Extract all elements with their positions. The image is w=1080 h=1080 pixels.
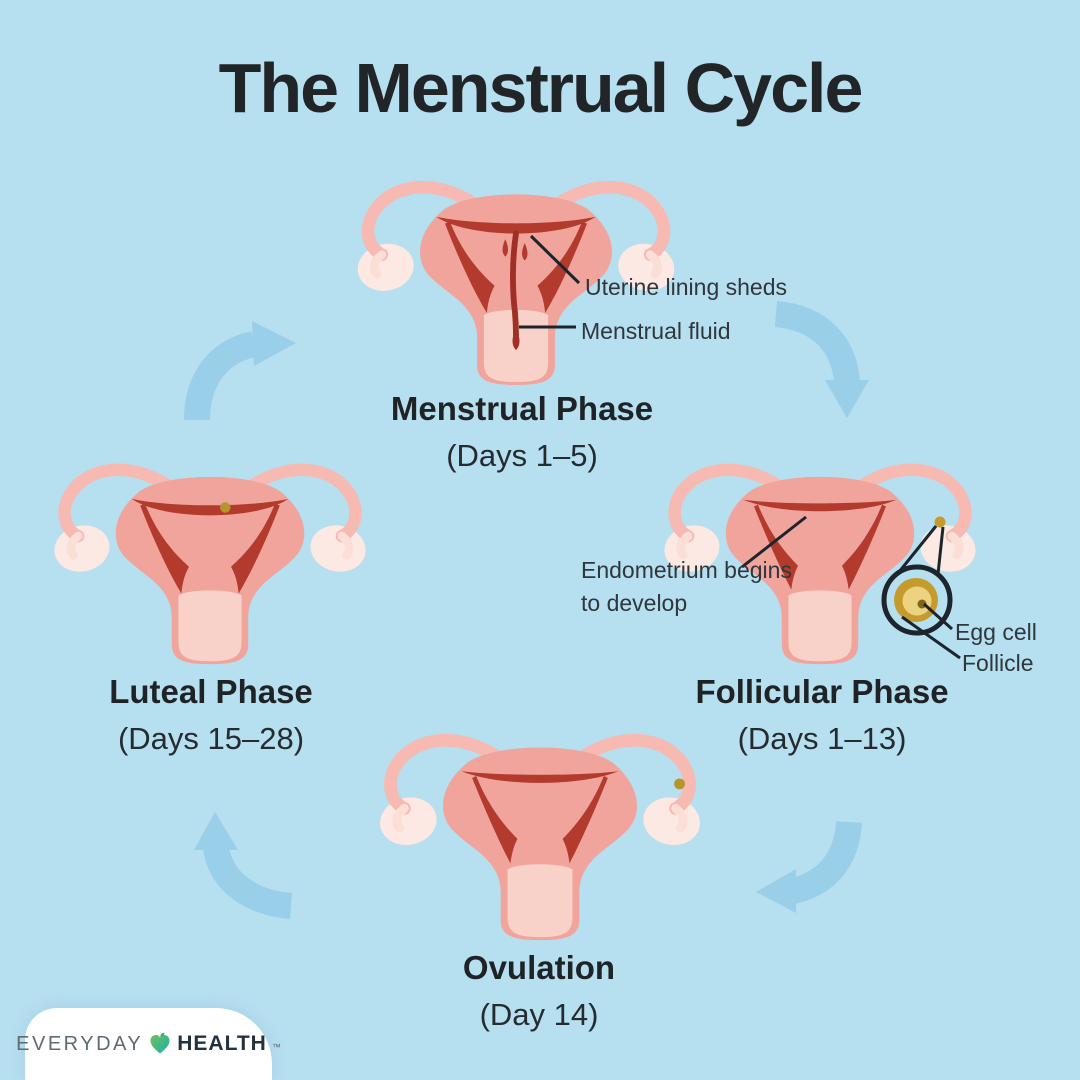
cycle-arrow-top-right [774, 301, 869, 418]
phase-days: (Days 1–13) [737, 721, 907, 756]
uterus-illustration-ovulation [363, 720, 717, 946]
page-title: The Menstrual Cycle [218, 49, 864, 127]
everyday-health-logo-card: EVERYDAY HEALTH ™ [16, 1008, 281, 1080]
phase-days: (Day 14) [479, 997, 599, 1032]
label-endometrium: Endometrium begins to develop [581, 557, 792, 616]
egg-dot [220, 502, 231, 513]
phase-name: Follicular Phase [695, 673, 949, 710]
logo-everyday-text: EVERYDAY [16, 1032, 144, 1055]
phase-label-follicular: Follicular Phase (Days 1–13) [695, 672, 948, 758]
phase-name: Ovulation [462, 949, 616, 986]
logo-health-text: HEALTH [177, 1032, 267, 1055]
cycle-arrow-bottom-right [756, 820, 862, 913]
menstrual-drip [522, 243, 528, 261]
phase-name: Luteal Phase [109, 673, 313, 710]
uterus-illustration-luteal [38, 450, 382, 670]
phase-label-ovulation: Ovulation (Day 14) [463, 948, 615, 1034]
apple-heart-icon [150, 1032, 170, 1054]
phase-days: (Days 1–5) [446, 438, 598, 473]
phase-label-luteal: Luteal Phase (Days 15–28) [109, 672, 313, 758]
uterus-illustration-menstrual [341, 167, 691, 391]
menstrual-fluid-drop [512, 328, 520, 350]
menstrual-drip [502, 239, 509, 257]
phase-days: (Days 15–28) [117, 721, 305, 756]
egg-dot [674, 778, 685, 790]
cycle-arrow-top-left [184, 321, 296, 421]
phase-name: Menstrual Phase [390, 390, 654, 427]
phase-label-menstrual: Menstrual Phase (Days 1–5) [391, 389, 653, 475]
label-egg-cell: Egg cell [955, 619, 1037, 645]
label-menstrual-fluid: Menstrual fluid [581, 318, 731, 344]
label-uterine-lining-sheds: Uterine lining sheds [585, 274, 788, 300]
label-follicle: Follicle [962, 650, 1034, 676]
cycle-arrow-bottom-left [194, 812, 293, 919]
menstrual-fluid-stream [510, 230, 519, 340]
logo-trademark: ™ [271, 1042, 281, 1052]
